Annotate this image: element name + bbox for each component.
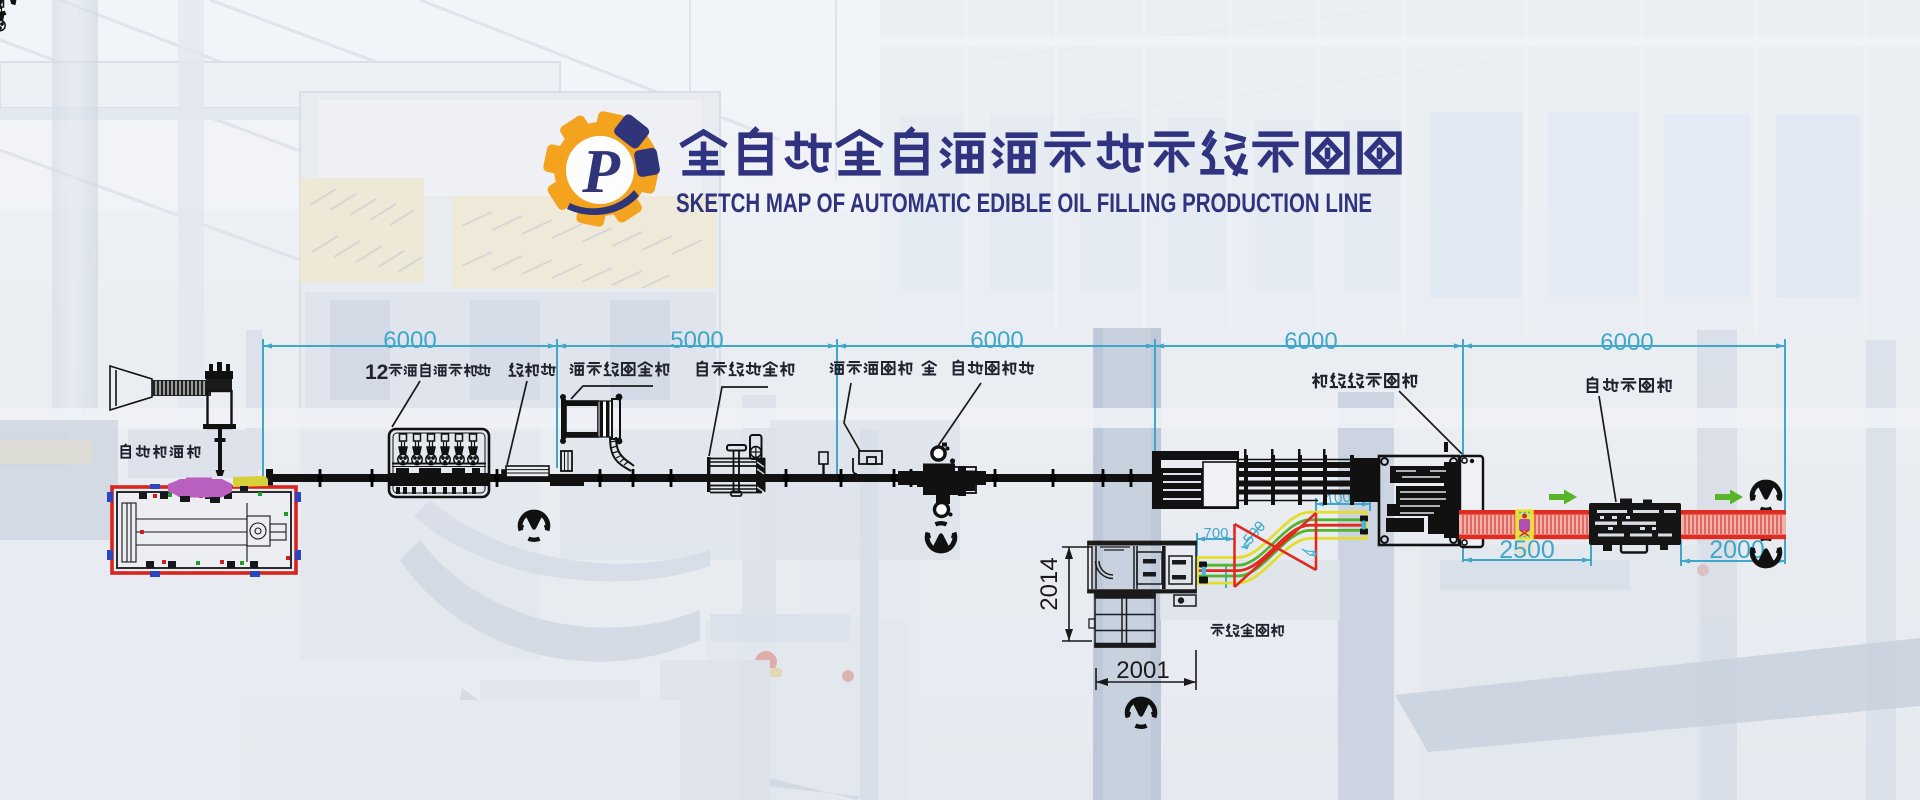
svg-text:2001: 2001: [1116, 657, 1169, 684]
svg-text:6000: 6000: [1600, 329, 1653, 356]
svg-text:700: 700: [1203, 525, 1228, 542]
svg-text:6000: 6000: [1284, 328, 1337, 355]
svg-text:6000: 6000: [383, 327, 436, 354]
svg-text:2014: 2014: [1036, 557, 1063, 610]
svg-text:SKETCH MAP OF AUTOMATIC EDIBLE: SKETCH MAP OF AUTOMATIC EDIBLE OIL FILLI…: [676, 188, 1372, 218]
svg-text:5000: 5000: [670, 327, 723, 354]
svg-text:6000: 6000: [970, 327, 1023, 354]
svg-text:2500: 2500: [1499, 536, 1555, 564]
svg-text:12: 12: [365, 361, 388, 384]
svg-text:P: P: [581, 138, 621, 206]
